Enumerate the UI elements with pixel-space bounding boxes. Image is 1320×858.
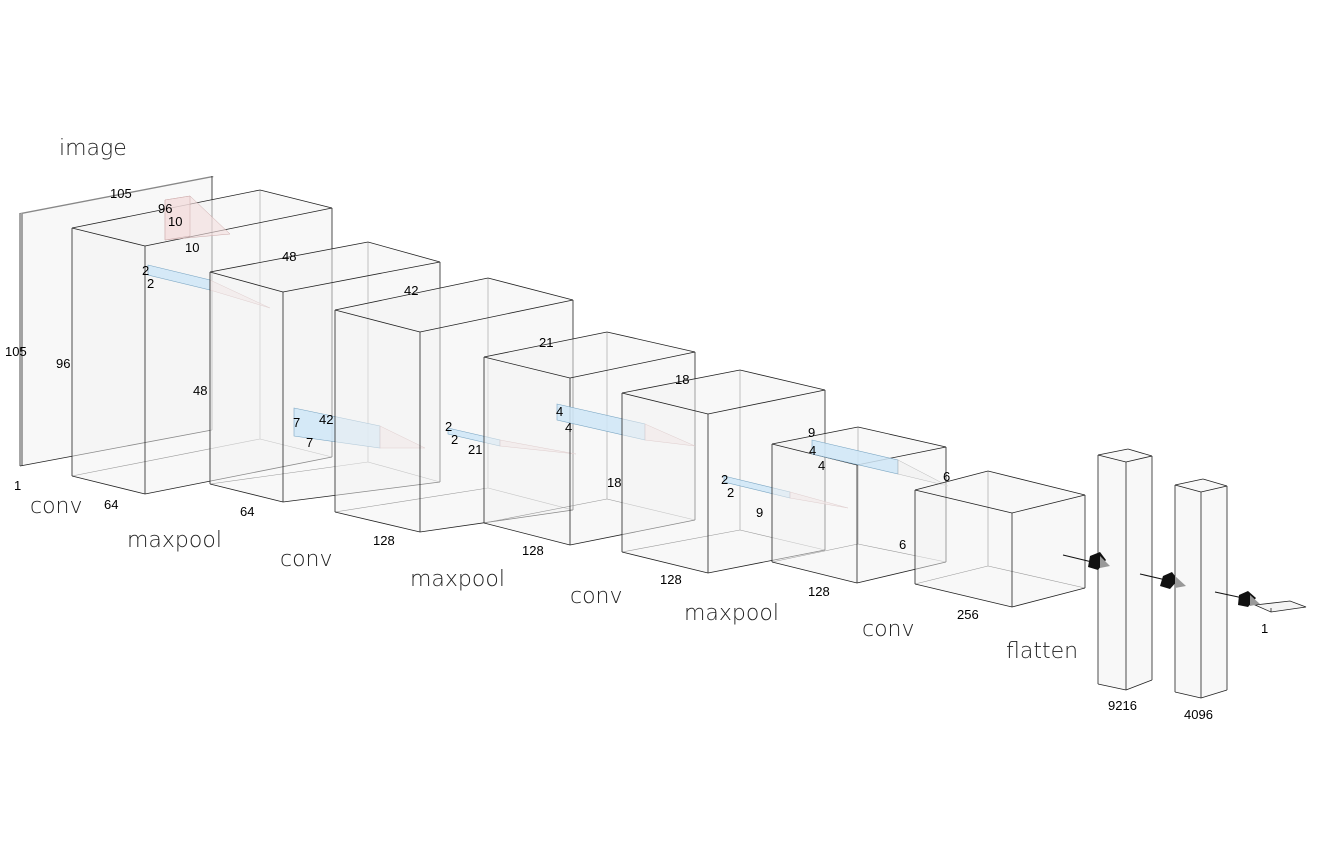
k2-b-label: 2	[147, 276, 154, 291]
fc2-size-label: 4096	[1184, 707, 1213, 722]
image-height-label: 105	[5, 344, 27, 359]
l4-width-label: 21	[539, 335, 553, 350]
dimension-labels: 105 105 1 96 96 64 10 10 2 2 48 48 64 7 …	[5, 186, 1268, 722]
kernel-4x4-conv4	[811, 439, 949, 487]
fc1-column	[1097, 448, 1153, 691]
k4-a-label: 2	[445, 419, 452, 434]
k2-a-label: 2	[142, 263, 149, 278]
fc1-size-label: 9216	[1108, 698, 1137, 713]
k7-a-label: 4	[809, 443, 816, 458]
conv4-output-box	[914, 470, 1086, 608]
stage-label-maxpool1: maxpool	[127, 528, 222, 553]
k5-b-label: 4	[565, 420, 572, 435]
l1-width-label: 96	[158, 201, 172, 216]
image-width-label: 105	[110, 186, 132, 201]
stage-label-flatten: flatten	[1006, 639, 1078, 664]
l4-depth-label: 128	[522, 543, 544, 558]
stage-label-maxpool2: maxpool	[410, 567, 505, 592]
k3-a-label: 7	[293, 415, 300, 430]
l2-width-label: 48	[282, 249, 296, 264]
output-node	[1253, 600, 1307, 613]
kernel-10x10	[164, 195, 231, 241]
k6-b-label: 2	[727, 485, 734, 500]
l4-height-label: 21	[468, 442, 482, 457]
k1-a-label: 10	[168, 214, 182, 229]
output-size-label: 1	[1261, 621, 1268, 636]
l2-depth-label: 64	[240, 504, 254, 519]
stage-label-conv3: conv	[570, 584, 623, 609]
image-depth-label: 1	[14, 478, 21, 493]
k3-b-label: 7	[306, 435, 313, 450]
k6-a-label: 2	[721, 472, 728, 487]
l1-height-label: 96	[56, 356, 70, 371]
l3-height-label: 42	[319, 412, 333, 427]
l1-depth-label: 64	[104, 497, 118, 512]
stage-label-conv4: conv	[862, 617, 915, 642]
k4-b-label: 2	[451, 432, 458, 447]
k7-b-label: 4	[818, 458, 825, 473]
stage-label-image: image	[59, 136, 127, 161]
l5-width-label: 18	[675, 372, 689, 387]
k5-a-label: 4	[556, 404, 563, 419]
l6-width-label: 9	[808, 425, 815, 440]
l5-depth-label: 128	[660, 572, 682, 587]
l7-depth-label: 256	[957, 607, 979, 622]
l2-height-label: 48	[193, 383, 207, 398]
l7-height-label: 6	[899, 537, 906, 552]
l6-height-label: 9	[756, 505, 763, 520]
l7-width-label: 6	[943, 469, 950, 484]
stage-labels: image conv maxpool conv maxpool conv max…	[30, 136, 1078, 664]
fc2-column	[1174, 478, 1228, 699]
connection-arrows	[1062, 552, 1260, 607]
stage-label-maxpool3: maxpool	[684, 601, 779, 626]
l3-depth-label: 128	[373, 533, 395, 548]
l6-depth-label: 128	[808, 584, 830, 599]
l3-width-label: 42	[404, 283, 418, 298]
stage-label-conv2: conv	[280, 547, 333, 572]
k1-b-label: 10	[185, 240, 199, 255]
stage-label-conv1: conv	[30, 494, 83, 519]
l5-height-label: 18	[607, 475, 621, 490]
